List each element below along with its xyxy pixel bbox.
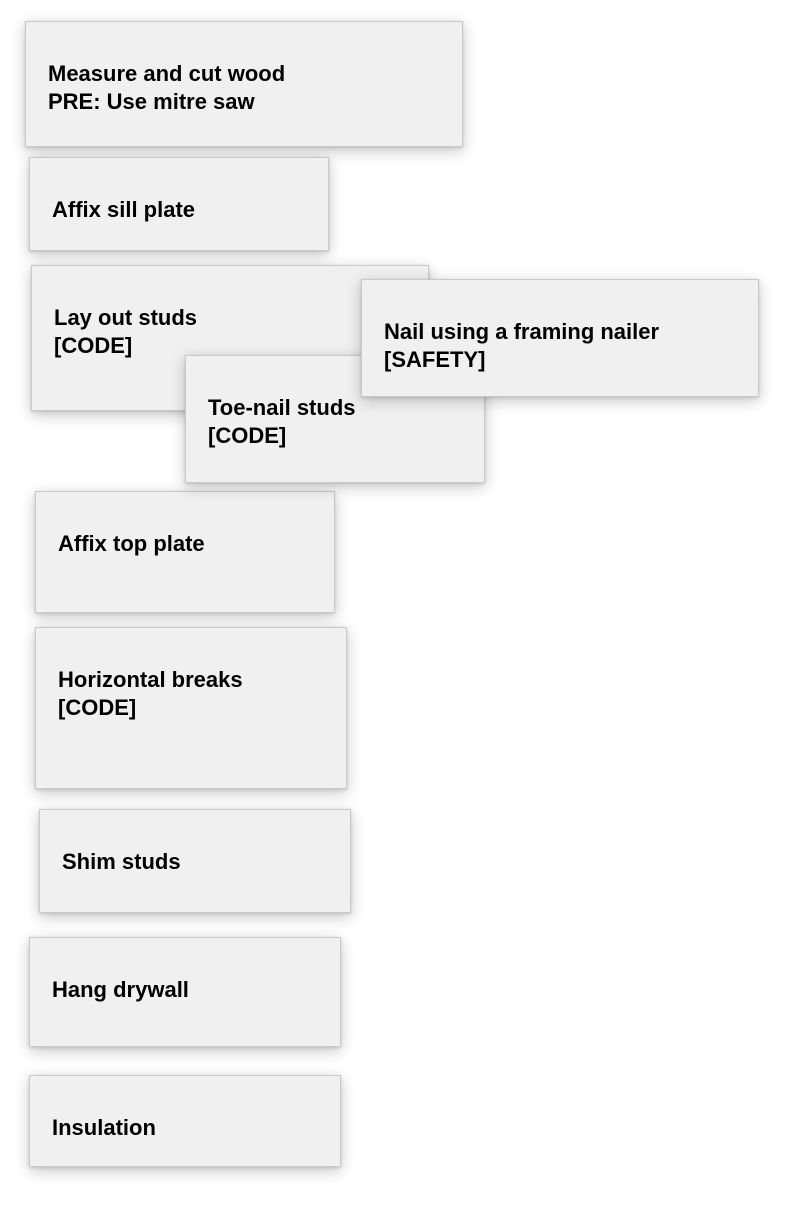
card-title: Lay out studs: [54, 305, 198, 330]
card-note: [CODE]: [54, 333, 133, 358]
card-affix-top-plate[interactable]: Affix top plate: [35, 491, 335, 613]
card-shim-studs[interactable]: Shim studs: [39, 809, 351, 913]
card-note: PRE: Use mitre saw: [48, 89, 255, 114]
card-horizontal-breaks[interactable]: Horizontal breaks [CODE]: [35, 627, 347, 789]
card-note: [CODE]: [58, 695, 137, 720]
card-title: Measure and cut wood: [48, 61, 286, 86]
card-affix-sill-plate[interactable]: Affix sill plate: [29, 157, 329, 251]
card-measure-and-cut-wood[interactable]: Measure and cut wood PRE: Use mitre saw: [25, 21, 463, 147]
card-note: [SAFETY]: [384, 347, 486, 372]
card-hang-drywall[interactable]: Hang drywall: [29, 937, 341, 1047]
card-title: Hang drywall: [52, 977, 189, 1002]
card-title: Horizontal breaks: [58, 667, 243, 692]
card-title: Shim studs: [62, 849, 181, 874]
card-title: Affix sill plate: [52, 197, 196, 222]
card-title: Affix top plate: [58, 531, 205, 556]
card-title: Insulation: [52, 1115, 156, 1140]
card-nail-using-framing-nailer[interactable]: Nail using a framing nailer [SAFETY]: [361, 279, 759, 397]
card-title: Toe-nail studs: [208, 395, 356, 420]
card-title: Nail using a framing nailer: [384, 319, 660, 344]
card-note: [CODE]: [208, 423, 287, 448]
card-insulation[interactable]: Insulation: [29, 1075, 341, 1167]
